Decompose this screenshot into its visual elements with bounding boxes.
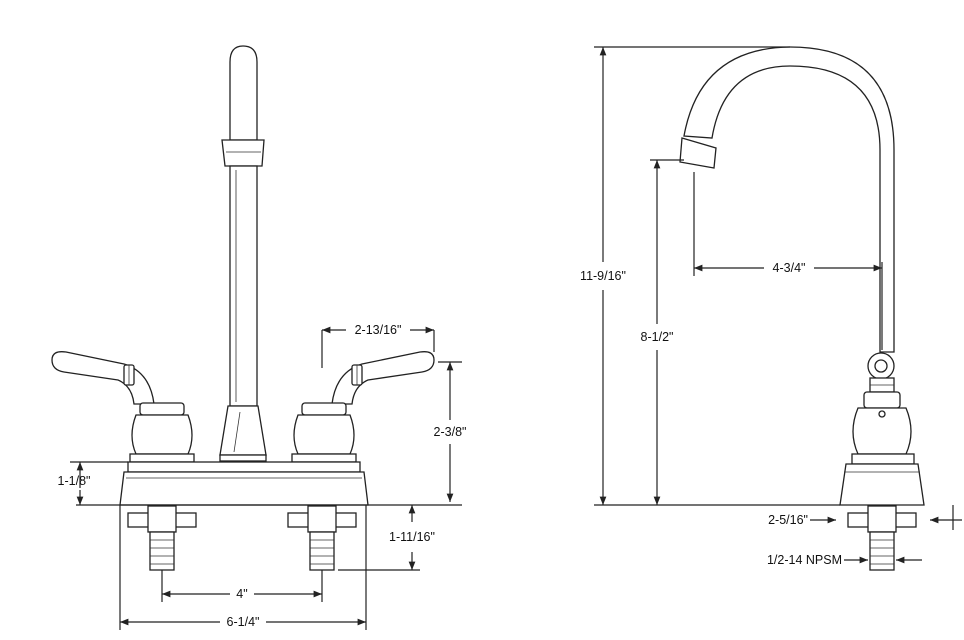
dim-overall-height: 11-9/16"	[580, 47, 626, 505]
dim-handle-height: 2-3/8"	[434, 361, 467, 502]
dim-spout-height-label: 8-1/2"	[641, 330, 674, 344]
dim-base-height: 1-1/8"	[58, 461, 128, 505]
side-body	[839, 352, 925, 506]
dim-thread: 1/2-14 NPSM	[767, 553, 922, 567]
dim-overall-width-label: 6-1/4"	[227, 615, 260, 629]
dim-spout-reach-label: 4-3/4"	[773, 261, 806, 275]
dim-handle-spread-label: 2-13/16"	[355, 323, 402, 337]
dim-base-depth-label: 2-5/16"	[768, 513, 808, 527]
front-right-shank	[287, 505, 357, 571]
side-view: 11-9/16" 8-1/2" 4-3/4" 2-5/16" 1/2-	[580, 46, 962, 571]
dim-base-height-label: 1-1/8"	[58, 474, 91, 488]
front-view: 2-13/16" 2-3/8" 1-1/8" 1-11/16"	[51, 45, 467, 630]
front-base-plate	[119, 461, 369, 506]
front-spout	[219, 45, 267, 462]
dim-spout-height: 8-1/2"	[641, 160, 674, 505]
front-right-handle	[291, 351, 435, 463]
dim-shank-length: 1-11/16"	[338, 505, 435, 571]
dim-overall-height-label: 11-9/16"	[580, 269, 626, 283]
dim-center-spacing-label: 4"	[236, 587, 247, 601]
side-shank	[847, 505, 917, 571]
dim-overall-width: 6-1/4"	[119, 505, 367, 630]
dim-base-depth: 2-5/16"	[768, 505, 962, 530]
side-spout	[679, 46, 895, 353]
dim-handle-spread: 2-13/16"	[321, 323, 435, 368]
dim-center-spacing: 4"	[161, 570, 323, 602]
front-left-handle	[51, 351, 195, 463]
dim-shank-length-label: 1-11/16"	[389, 530, 435, 544]
dim-thread-label: 1/2-14 NPSM	[767, 553, 842, 567]
dim-handle-height-label: 2-3/8"	[434, 425, 467, 439]
dim-spout-reach: 4-3/4"	[693, 172, 883, 350]
front-left-shank	[127, 505, 197, 571]
